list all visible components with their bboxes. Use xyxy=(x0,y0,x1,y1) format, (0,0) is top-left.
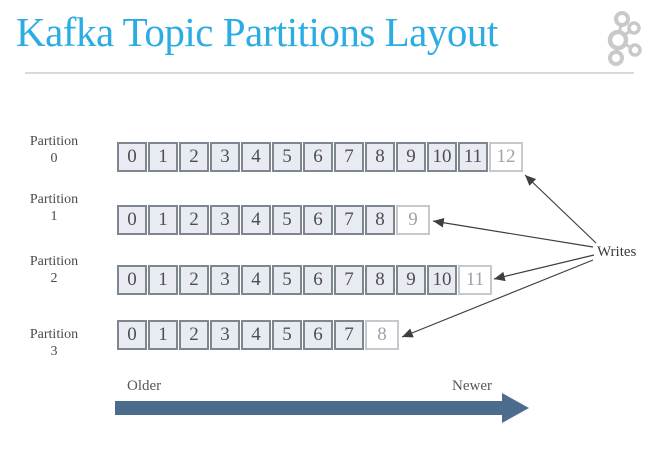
offset-cell: 10 xyxy=(427,142,457,172)
offset-cell: 0 xyxy=(117,205,147,235)
offset-cell: 1 xyxy=(148,205,178,235)
write-arrows xyxy=(401,174,597,338)
next-offset-cell: 12 xyxy=(489,142,523,172)
write-arrow-partition-1 xyxy=(432,217,594,248)
offset-cell: 7 xyxy=(334,205,364,235)
offset-cell: 2 xyxy=(179,205,209,235)
offset-cell: 7 xyxy=(334,320,364,350)
offset-cell: 2 xyxy=(179,142,209,172)
offset-cell: 7 xyxy=(334,142,364,172)
write-arrow-partition-0 xyxy=(524,174,597,244)
offset-cell: 1 xyxy=(148,265,178,295)
offset-cell: 4 xyxy=(241,265,271,295)
offset-cell: 10 xyxy=(427,265,457,295)
offset-cell: 8 xyxy=(365,265,395,295)
offset-cell: 4 xyxy=(241,320,271,350)
offset-cell: 6 xyxy=(303,265,333,295)
offset-cell: 3 xyxy=(210,205,240,235)
offset-cell: 11 xyxy=(458,142,488,172)
next-offset-cell: 11 xyxy=(458,265,492,295)
offset-cell: 8 xyxy=(365,205,395,235)
offset-cell: 3 xyxy=(210,142,240,172)
offset-cell: 3 xyxy=(210,265,240,295)
offset-cell: 9 xyxy=(396,265,426,295)
writes-label: Writes xyxy=(597,244,637,260)
offset-cell: 1 xyxy=(148,142,178,172)
timeline-arrow xyxy=(115,393,529,423)
next-offset-cell: 9 xyxy=(396,205,430,235)
next-offset-cell: 8 xyxy=(365,320,399,350)
offset-cell: 5 xyxy=(272,205,302,235)
offset-cell: 0 xyxy=(117,142,147,172)
offset-cell: 4 xyxy=(241,205,271,235)
offset-cell: 2 xyxy=(179,265,209,295)
offset-cell: 0 xyxy=(117,265,147,295)
offset-cell: 6 xyxy=(303,320,333,350)
newer-label: Newer xyxy=(452,378,492,394)
kafka-logo-icon xyxy=(607,11,642,66)
offset-cell: 5 xyxy=(272,142,302,172)
offset-cell: 6 xyxy=(303,205,333,235)
offset-cell: 1 xyxy=(148,320,178,350)
offset-cell: 7 xyxy=(334,265,364,295)
offset-cell: 8 xyxy=(365,142,395,172)
offset-cell: 6 xyxy=(303,142,333,172)
older-label: Older xyxy=(127,378,162,394)
offset-cell: 0 xyxy=(117,320,147,350)
offset-cell: 2 xyxy=(179,320,209,350)
title-divider xyxy=(25,72,634,74)
offset-cell: 5 xyxy=(272,265,302,295)
offset-cell: 5 xyxy=(272,320,302,350)
write-arrow-partition-2 xyxy=(493,254,595,282)
page-title: Kafka Topic Partitions Layout xyxy=(16,9,498,55)
offset-cell: 4 xyxy=(241,142,271,172)
offset-cell: 9 xyxy=(396,142,426,172)
offset-cell: 3 xyxy=(210,320,240,350)
